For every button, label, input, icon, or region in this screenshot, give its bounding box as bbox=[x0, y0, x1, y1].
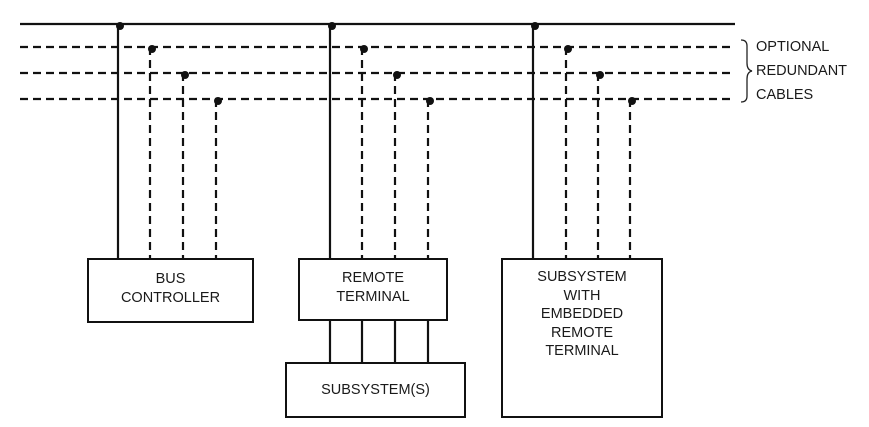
remote-terminal-junction-dot-4 bbox=[426, 97, 434, 105]
legend-line-3: CABLES bbox=[756, 87, 814, 103]
embedded-rt-box: SUBSYSTEM WITH EMBEDDED REMOTE TERMINAL bbox=[501, 258, 663, 418]
remote-terminal-label-1: REMOTE bbox=[341, 270, 405, 286]
embedded-rt-junction-dot-1 bbox=[531, 22, 539, 30]
bus-controller-junction-dot-1 bbox=[116, 22, 124, 30]
bus-controller-label-2: CONTROLLER bbox=[120, 289, 221, 306]
embedded-rt-label-5: TERMINAL bbox=[545, 343, 619, 359]
legend-line-1: OPTIONAL bbox=[756, 39, 830, 55]
remote-terminal-junction-dot-1 bbox=[328, 22, 336, 30]
embedded-rt-junction-dot-3 bbox=[596, 71, 604, 79]
bus-controller-junction-dot-3 bbox=[181, 71, 189, 79]
bus-controller-label-1: BUS bbox=[155, 271, 186, 287]
legend-line-2: REDUNDANT bbox=[756, 63, 848, 79]
embedded-rt-label-3: EMBEDDED bbox=[540, 306, 624, 322]
remote-terminal-junction-dot-3 bbox=[393, 71, 401, 79]
embedded-rt-label-4: REMOTE bbox=[550, 324, 614, 341]
remote-terminal-junction-dot-2 bbox=[360, 45, 368, 53]
embedded-rt-junction-dot-2 bbox=[564, 45, 572, 53]
bus-controller-junction-dot-4 bbox=[214, 97, 222, 105]
subsystems-box: SUBSYSTEM(S) bbox=[285, 362, 466, 418]
embedded-rt-junction-dot-4 bbox=[628, 97, 636, 105]
subsystems-label: SUBSYSTEM(S) bbox=[321, 381, 430, 398]
embedded-rt-label-1: SUBSYSTEM bbox=[537, 269, 627, 285]
bus-controller-junction-dot-2 bbox=[148, 45, 156, 53]
remote-terminal-box: REMOTE TERMINAL bbox=[298, 258, 448, 321]
remote-terminal-label-2: TERMINAL bbox=[336, 288, 410, 305]
embedded-rt-label-2: WITH bbox=[563, 287, 601, 304]
legend-optional-redundant-cables: OPTIONAL REDUNDANT CABLES bbox=[756, 35, 847, 107]
bus-controller-box: BUS CONTROLLER bbox=[87, 258, 254, 323]
